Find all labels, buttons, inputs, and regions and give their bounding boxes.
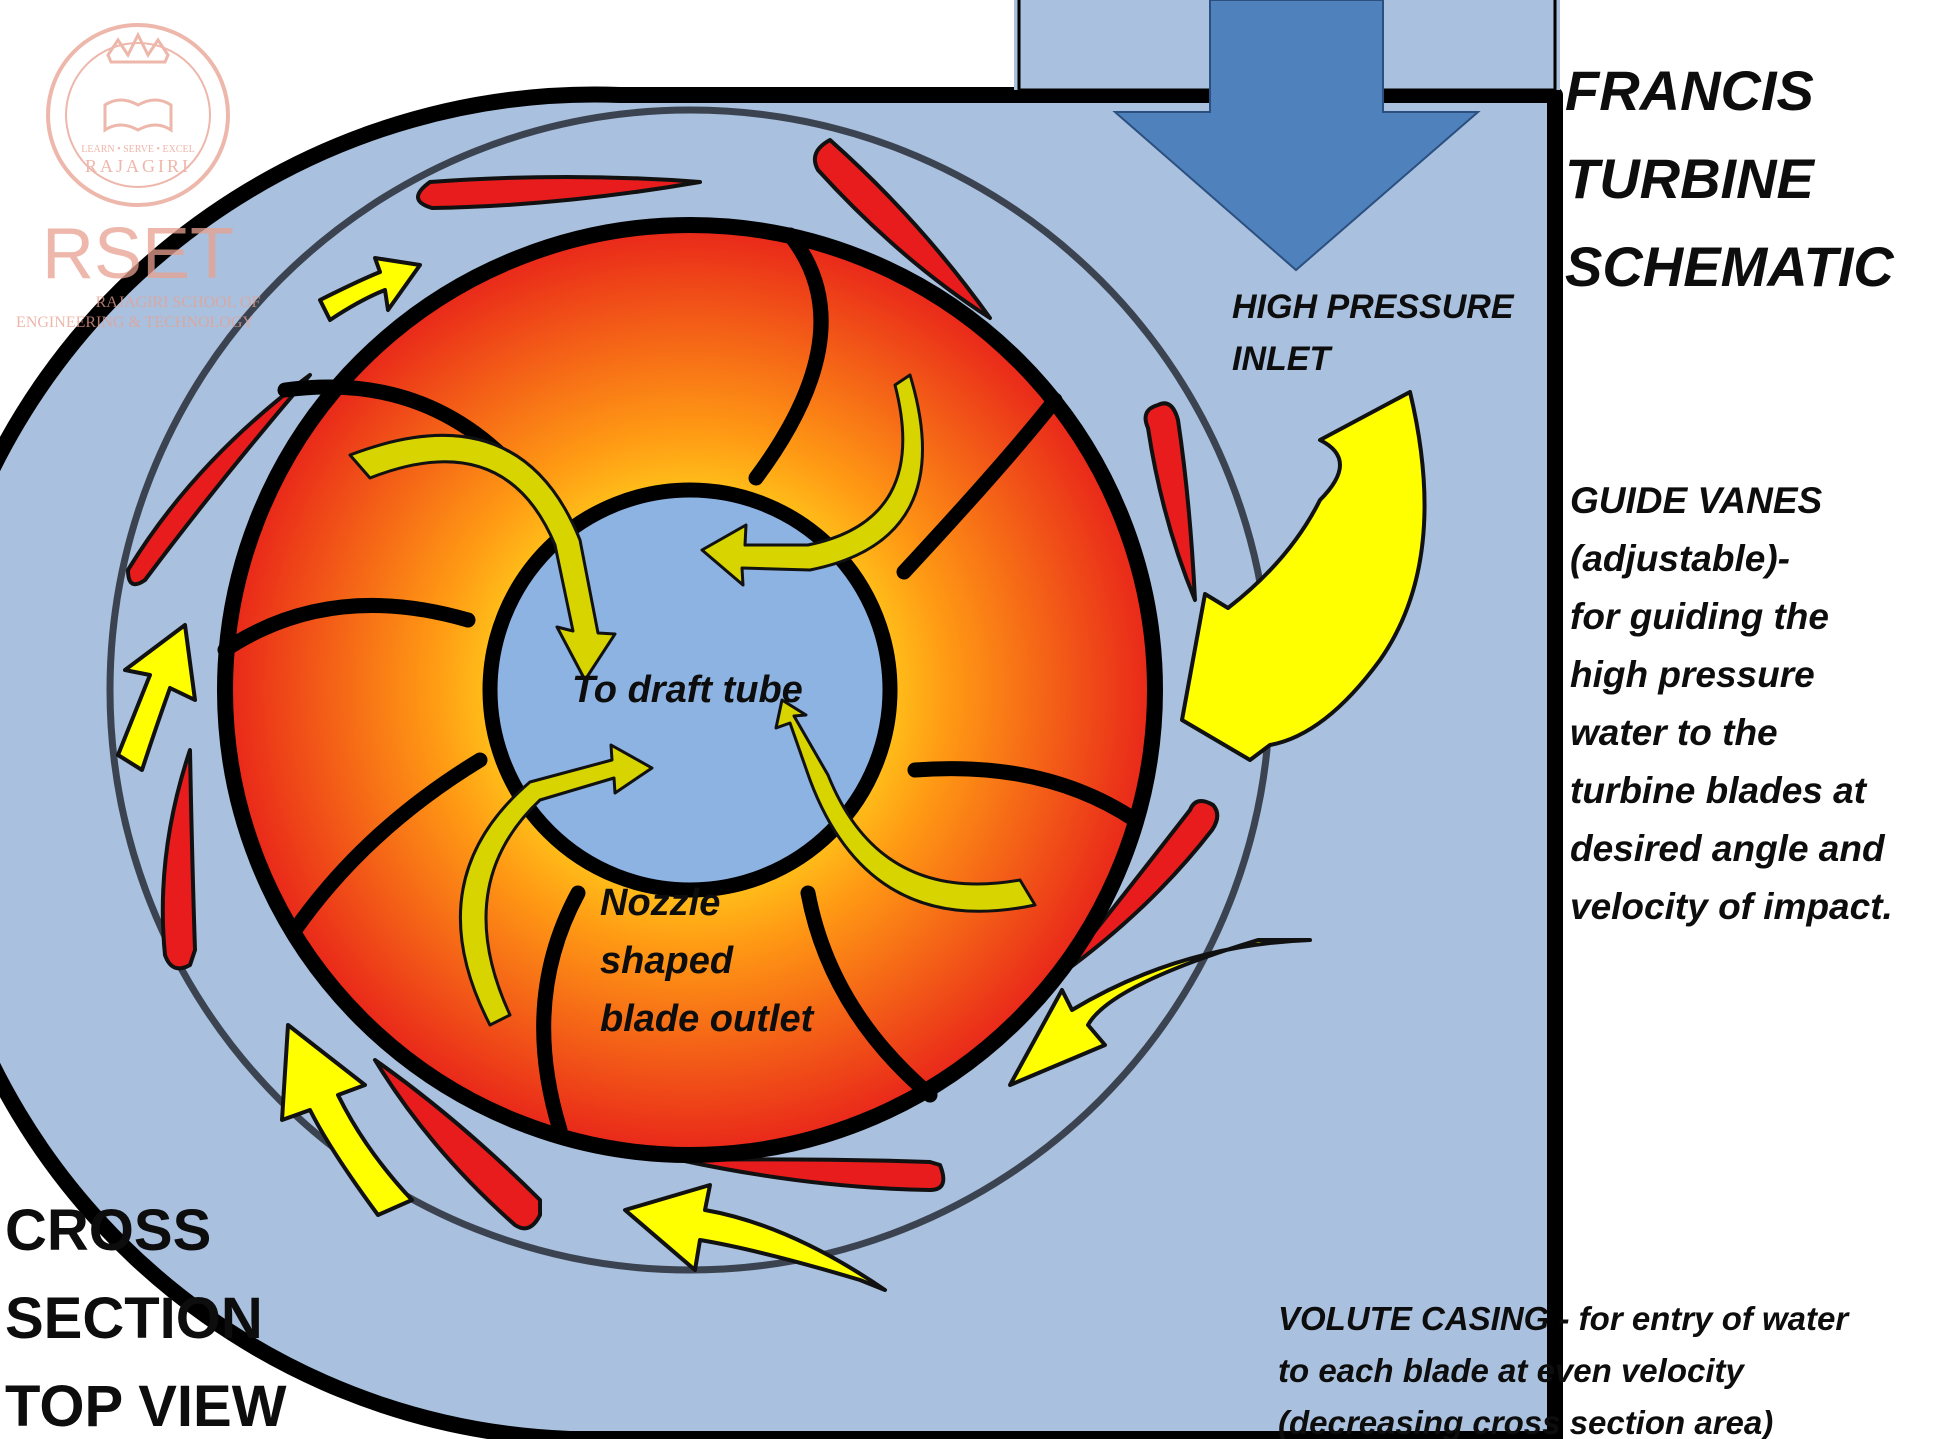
title-line1: FRANCIS (1565, 59, 1814, 122)
guide-vane (678, 1157, 946, 1192)
nozzle-label-line3: blade outlet (600, 998, 815, 1040)
inner-flow-arrow (700, 373, 924, 587)
volute-note-line2: to each blade at even velocity (1278, 1352, 1745, 1389)
volute-note-line3: (decreasing cross section area) (1278, 1404, 1773, 1439)
diagram-title: FRANCIS TURBINE SCHEMATIC (1565, 59, 1895, 298)
runner-blade (536, 885, 586, 1138)
guide-vane (813, 138, 992, 320)
guide-note-line6: turbine blades at (1570, 770, 1868, 811)
inlet-label-line1: HIGH PRESSURE (1232, 288, 1515, 326)
nozzle-label-line2: shaped (600, 940, 734, 982)
guide-vane (1143, 401, 1197, 602)
guide-vanes-note: GUIDE VANES (adjustable)- for guiding th… (1570, 480, 1893, 927)
logo-name: RAJAGIRI (85, 156, 191, 176)
guide-note-line3: for guiding the (1570, 596, 1829, 637)
inner-flow-arrow (458, 743, 654, 1027)
runner-blade (896, 392, 1063, 580)
view-label-line3: TOP VIEW (5, 1374, 287, 1439)
nozzle-label-line1: Nozzle (600, 882, 720, 924)
runner-blade (748, 227, 829, 486)
volute-note: VOLUTE CASING - for entry of water to ea… (1278, 1300, 1850, 1439)
volute-note-line1: VOLUTE CASING - for entry of water (1278, 1300, 1850, 1337)
guide-vanes (126, 138, 1220, 1231)
flow-arrow (1180, 390, 1427, 762)
guide-vane (160, 748, 197, 971)
view-label-line2: SECTION (5, 1286, 263, 1351)
flow-arrow (280, 1023, 414, 1217)
inlet-label: HIGH PRESSURE INLET (1232, 288, 1515, 378)
logo-school-line2: ENGINEERING & TECHNOLOGY (16, 314, 254, 331)
outer-flow-arrows (116, 256, 1427, 1292)
flow-arrow (318, 256, 422, 322)
logo-seal-outer (46, 23, 230, 207)
flow-arrow (1008, 938, 1312, 1087)
guide-note-line4: high pressure (1570, 654, 1815, 695)
flow-arrow (623, 1183, 887, 1292)
logo-seal-inner (65, 42, 211, 188)
book-icon (103, 98, 173, 133)
inlet-arrow (1112, 0, 1481, 272)
inner-flow-arrow (348, 433, 617, 682)
runner-blade (217, 597, 476, 658)
guide-note-line7: desired angle and (1570, 828, 1886, 869)
runner-blade (800, 885, 938, 1103)
rset-logo: LEARN • SERVE • EXCEL RAJAGIRI RSET RAJA… (16, 23, 261, 331)
inner-flow-arrows (348, 373, 1037, 1027)
logo-motto: LEARN • SERVE • EXCEL (81, 144, 194, 155)
logo-school-line1: RAJAGIRI SCHOOL OF (96, 294, 261, 311)
guide-note-line1: GUIDE VANES (1570, 480, 1823, 521)
guide-note-line2: (adjustable)- (1570, 538, 1790, 579)
guide-vane (416, 175, 702, 210)
view-label: CROSS SECTION TOP VIEW (5, 1198, 287, 1439)
title-line2: TURBINE (1565, 147, 1816, 210)
runner-blade (907, 761, 1143, 828)
nozzle-label: Nozzle shaped blade outlet (600, 882, 815, 1040)
title-line3: SCHEMATIC (1565, 235, 1895, 298)
logo-abbr: RSET (42, 214, 234, 294)
crown-icon (106, 31, 170, 64)
inner-flow-arrow (774, 698, 1037, 913)
guide-vane (126, 373, 312, 587)
inlet-label-line2: INLET (1232, 340, 1333, 378)
flow-arrow (116, 623, 197, 772)
runner-blade (287, 752, 488, 938)
view-label-line1: CROSS (5, 1198, 211, 1263)
hub-label: To draft tube (572, 669, 803, 711)
guide-note-line5: water to the (1570, 712, 1778, 753)
guide-note-line8: velocity of impact. (1570, 886, 1893, 927)
guide-vane (373, 1058, 542, 1231)
